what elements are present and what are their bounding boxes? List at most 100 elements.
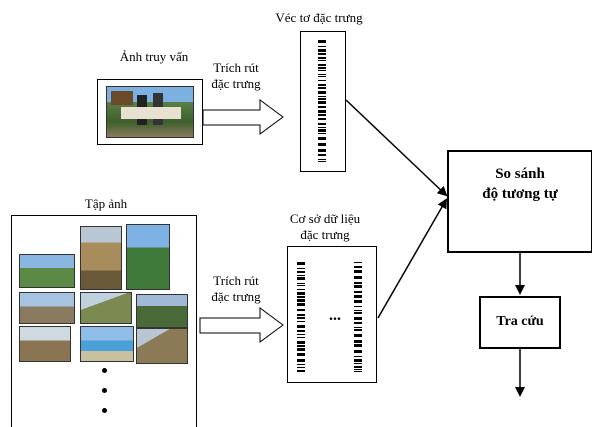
barcode-stripe	[354, 350, 362, 353]
barcode-stripe	[318, 159, 326, 160]
barcode-stripe	[297, 367, 305, 368]
barcode-stripe	[318, 46, 326, 47]
barcode-stripe	[297, 359, 305, 362]
retrieve-box: Tra cứu	[479, 296, 561, 349]
barcode-stripe	[354, 356, 362, 357]
barcode-stripe	[354, 359, 362, 362]
barcode-stripe	[318, 60, 326, 61]
query-image-label: Ảnh truy vấn	[119, 49, 189, 64]
barcode-stripe	[297, 289, 305, 290]
barcode-stripe	[354, 322, 362, 324]
image-set-frame	[11, 215, 197, 427]
set-photo-5	[80, 292, 132, 324]
barcode-stripe	[354, 276, 362, 279]
set-photo-2	[80, 226, 122, 290]
barcode-stripe	[318, 110, 326, 113]
hollow-arrow-set	[199, 307, 284, 343]
set-photo-4	[19, 292, 75, 324]
compare-label-2: độ tương tự	[482, 186, 558, 202]
barcode-stripe	[318, 101, 326, 104]
barcode-stripe	[318, 118, 326, 120]
barcode-stripe	[297, 268, 305, 269]
barcode-stripe	[354, 291, 362, 293]
barcode-stripe	[354, 366, 362, 368]
barcode-stripe	[297, 370, 305, 372]
barcode-stripe	[354, 329, 362, 331]
feature-db-ellipsis: ...	[329, 307, 341, 324]
barcode-stripe	[297, 299, 305, 302]
barcode-stripe	[318, 80, 326, 81]
barcode-stripe	[318, 53, 326, 55]
barcode-stripe	[318, 114, 326, 116]
barcode-stripe	[318, 133, 326, 134]
feature-db-barcode-1	[297, 262, 305, 372]
feature-db-box	[287, 246, 377, 383]
ellipsis-dot-1	[102, 368, 107, 373]
barcode-stripe	[354, 310, 362, 311]
barcode-stripe	[318, 161, 326, 162]
feature-db-barcode-2	[354, 262, 362, 372]
extract-label-top-2: đặc trưng	[211, 76, 261, 91]
barcode-stripe	[318, 106, 326, 108]
barcode-stripe	[318, 70, 326, 71]
image-set-label: Tập ảnh	[84, 196, 128, 211]
compare-label-1: So sánh	[495, 166, 545, 182]
hollow-arrow-query	[202, 99, 284, 135]
barcode-stripe	[354, 262, 362, 263]
barcode-stripe	[354, 306, 362, 307]
barcode-stripe	[318, 96, 326, 97]
barcode-stripe	[354, 344, 362, 347]
barcode-stripe	[318, 123, 326, 125]
barcode-stripe	[297, 330, 305, 332]
barcode-stripe	[297, 314, 305, 316]
barcode-stripe	[354, 363, 362, 364]
barcode-stripe	[318, 40, 326, 43]
feature-db-label-1: Cơ sở dữ liệu	[289, 211, 361, 226]
arrow-db-to-compare	[377, 198, 447, 319]
set-photo-9	[136, 328, 188, 364]
barcode-stripe	[297, 292, 305, 295]
barcode-stripe	[297, 348, 305, 351]
barcode-stripe	[354, 285, 362, 288]
barcode-stripe	[318, 84, 326, 86]
retrieve-label: Tra cứu	[496, 314, 544, 329]
compare-box: So sánh độ tương tự	[447, 150, 592, 253]
barcode-stripe	[297, 317, 305, 319]
set-photo-3	[126, 224, 170, 290]
barcode-stripe	[354, 295, 362, 298]
barcode-stripe	[297, 341, 305, 344]
barcode-stripe	[318, 129, 326, 132]
barcode-stripe	[318, 64, 326, 66]
extract-label-bottom-1: Trích rút	[213, 273, 259, 288]
query-image-photo	[106, 86, 194, 138]
barcode-stripe	[354, 340, 362, 343]
barcode-stripe	[318, 57, 326, 59]
barcode-stripe	[318, 143, 326, 146]
barcode-stripe	[297, 337, 305, 338]
feature-vector-label: Véc tơ đặc trưng	[275, 10, 363, 25]
barcode-stripe	[297, 283, 305, 284]
barcode-stripe	[318, 137, 326, 140]
barcode-stripe	[354, 369, 362, 370]
barcode-stripe	[297, 262, 305, 265]
arrow-vector-to-compare	[345, 99, 448, 197]
query-image-frame	[97, 79, 203, 145]
barcode-stripe	[318, 98, 326, 100]
barcode-stripe	[297, 325, 305, 328]
ellipsis-dot-2	[102, 388, 107, 393]
barcode-stripe	[297, 334, 305, 335]
barcode-stripe	[297, 345, 305, 347]
set-photo-7	[19, 326, 71, 362]
barcode-stripe	[318, 74, 326, 75]
extract-label-top-1: Trích rút	[213, 60, 259, 75]
barcode-stripe	[297, 275, 305, 276]
barcode-stripe	[354, 317, 362, 320]
barcode-stripe	[297, 285, 305, 286]
barcode-stripe	[354, 270, 362, 273]
feature-db-label-2: đặc trưng	[300, 227, 350, 242]
barcode-stripe	[354, 266, 362, 268]
barcode-stripe	[318, 149, 326, 152]
barcode-stripe	[297, 303, 305, 306]
